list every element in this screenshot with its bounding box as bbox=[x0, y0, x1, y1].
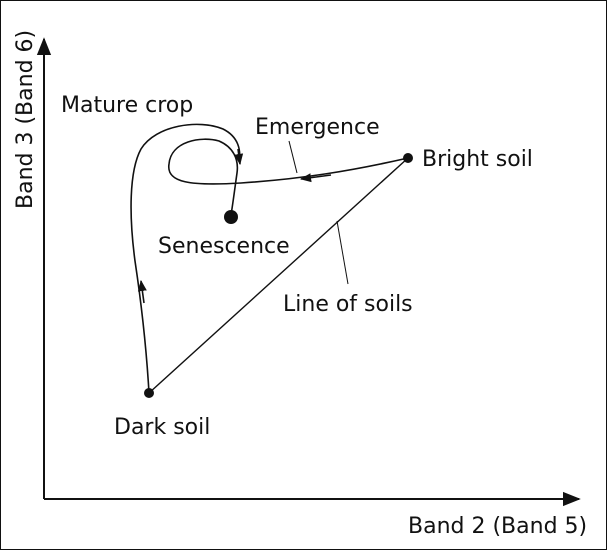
emergence-label: Emergence bbox=[255, 115, 380, 140]
senescence-label: Senescence bbox=[158, 234, 290, 259]
line-of-soils-label: Line of soils bbox=[283, 292, 413, 317]
dark-soil-point bbox=[144, 388, 154, 398]
dark-soil-label: Dark soil bbox=[114, 415, 210, 440]
y-axis-label: Band 3 (Band 6) bbox=[13, 30, 38, 209]
senescence-point bbox=[224, 210, 238, 224]
bright-soil-label: Bright soil bbox=[422, 147, 533, 172]
emergence-curve bbox=[168, 138, 409, 216]
emergence-leader bbox=[288, 140, 298, 174]
growth-curve bbox=[130, 123, 241, 394]
bright-soil-point bbox=[403, 153, 413, 163]
x-axis-label: Band 2 (Band 5) bbox=[408, 514, 587, 539]
line-of-soils bbox=[148, 157, 409, 394]
emergence-arrow bbox=[299, 173, 332, 183]
growth-arrow bbox=[137, 279, 147, 304]
mature-crop-label: Mature crop bbox=[61, 93, 193, 118]
loop-arrow bbox=[234, 148, 244, 166]
line-of-soils-leader bbox=[336, 220, 349, 285]
